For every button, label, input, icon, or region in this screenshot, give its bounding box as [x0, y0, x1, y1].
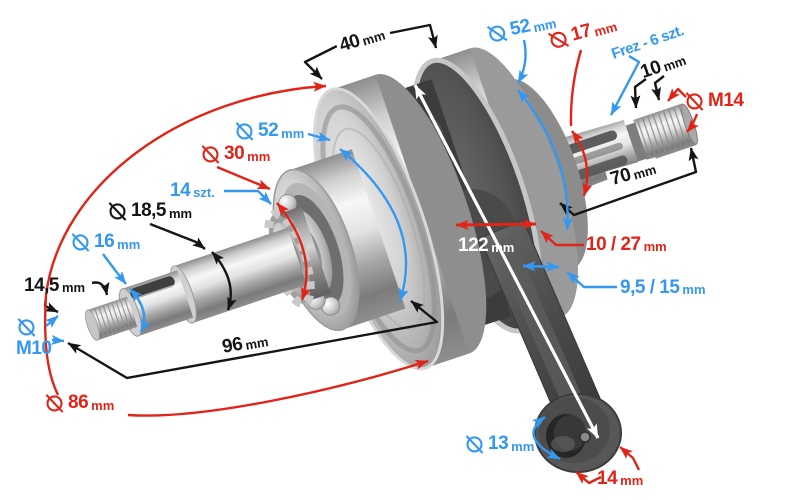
- thread-m14-label: M14: [684, 90, 744, 111]
- dia-86mm-label: 86 mm: [44, 392, 114, 413]
- diameter-icon: [685, 92, 704, 111]
- thread-m10-label: M10: [16, 316, 52, 358]
- dia-52mm-right-label: 52 mm: [485, 10, 558, 45]
- white-dimension-lines: [413, 84, 600, 439]
- dia-86-arc-left: [43, 81, 327, 396]
- diameter-icon: [71, 233, 90, 252]
- diameter-icon: [201, 145, 220, 164]
- blue-dimension-lines: [45, 39, 641, 461]
- dim-14-5mm-label: 14,5 mm: [24, 275, 86, 296]
- dim-9-5-15mm-label: 9,5 / 15 mm: [620, 277, 706, 298]
- dim-14-right-arrow: [619, 446, 641, 471]
- dim-40-left-arrow: [303, 44, 338, 80]
- m10-arrow-2: [51, 334, 65, 345]
- dia-52-right-leader: [516, 39, 529, 84]
- dim-40-right-arrow: [389, 23, 438, 49]
- dia-17-arc: [571, 130, 593, 197]
- diameter-icon: [547, 31, 570, 48]
- frez-leader: [609, 54, 641, 116]
- dim-14mm-label: 14 mm: [597, 468, 644, 489]
- dia-52-left-leader: [307, 131, 331, 142]
- dia-30-leader: [216, 165, 271, 191]
- dia-52-right-arc: [517, 89, 574, 231]
- dim-10-27mm-label: 10 / 27 mm: [586, 234, 667, 255]
- dia-17-leader: [569, 49, 583, 127]
- m10-arrow-1: [45, 315, 59, 328]
- dia-18-5mm-label: 18,5 mm: [107, 200, 192, 221]
- dia-16-arc: [129, 288, 151, 333]
- dia-16mm-label: 16 mm: [70, 231, 140, 252]
- teeth-14-leader: [224, 189, 272, 205]
- dim-14-5-left-arrow: [43, 297, 59, 314]
- dia-52mm-left-label: 52 mm: [234, 120, 304, 141]
- dim-9-5-15-leader: [566, 271, 617, 289]
- rod-length-122mm-label: 122 mm: [458, 235, 515, 256]
- dia-30-arc: [276, 202, 311, 301]
- dia-52-left-arc: [339, 148, 409, 302]
- diameter-icon: [465, 435, 484, 454]
- dia-30mm-label: 30 mm: [200, 143, 270, 164]
- dim-14-5-right-arrow: [91, 281, 110, 296]
- dim-10-left-arrow: [630, 78, 647, 109]
- rod-length-122-arrow: [413, 84, 600, 439]
- m14-arrow-2: [686, 113, 699, 133]
- dia-17mm-label: 17 mm: [545, 13, 619, 51]
- dim-9-5-15-arrow: [522, 261, 560, 272]
- diameter-icon: [17, 318, 36, 337]
- dim-10-27-leader: [540, 230, 584, 247]
- diameter-icon: [108, 202, 127, 221]
- dia-16-leader: [102, 253, 127, 285]
- dia-18-5-leader: [149, 222, 206, 250]
- red-dimension-lines: [43, 49, 699, 485]
- diameter-icon: [45, 394, 64, 413]
- dia-86-arc-right: [127, 359, 429, 417]
- dia-13-arc: [531, 416, 561, 461]
- dia-13mm-label: 13 mm: [464, 433, 534, 454]
- m14-arrow-1: [667, 87, 687, 102]
- teeth-14-label: 14 szt.: [170, 180, 215, 201]
- diameter-icon: [235, 122, 254, 141]
- dim-14-left-arrow: [575, 471, 602, 485]
- piston-pin-hole: [579, 431, 591, 443]
- diameter-icon: [486, 25, 508, 42]
- dim-10-27-arrow: [455, 219, 537, 230]
- dim-10-right-arrow: [651, 75, 665, 101]
